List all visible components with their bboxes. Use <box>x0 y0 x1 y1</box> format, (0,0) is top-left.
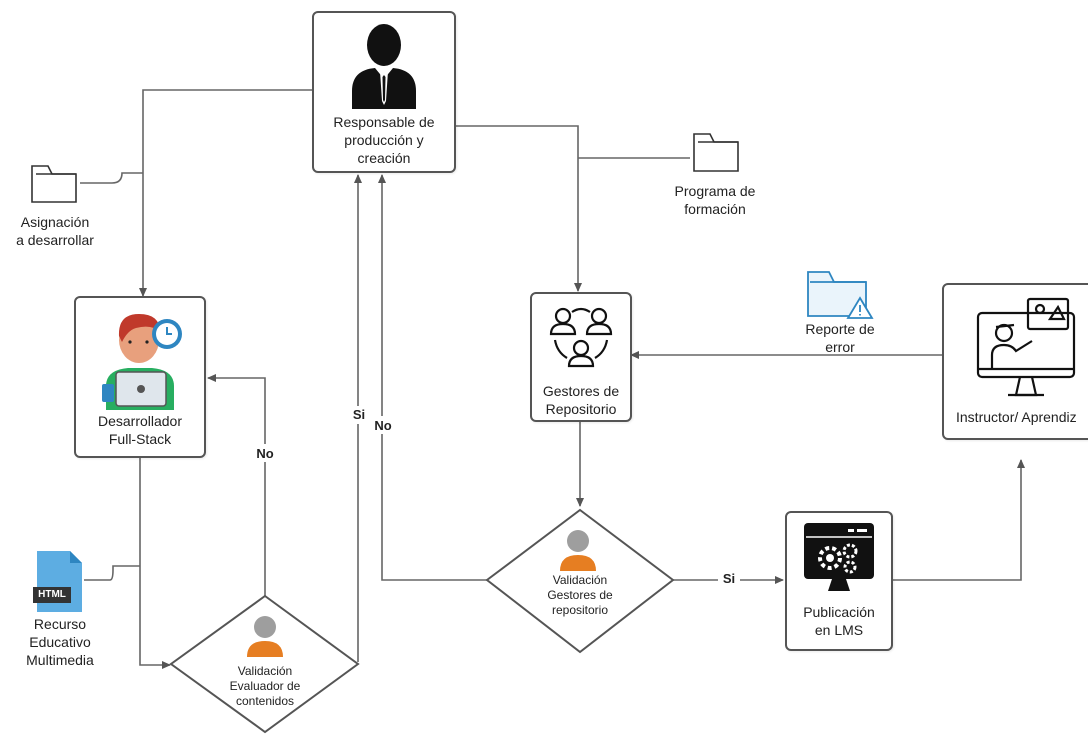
desarrollador-node[interactable]: Desarrollador Full-Stack <box>74 296 206 458</box>
publicacion-node[interactable]: Publicación en LMS <box>785 511 893 651</box>
desarrollador-label: Desarrollador Full-Stack <box>97 413 183 447</box>
reporte-label: Reporte de error <box>805 321 875 355</box>
users-group-icon <box>549 307 613 368</box>
validacion-evaluador-diamond[interactable] <box>169 594 360 734</box>
programa-folder-icon <box>693 133 739 172</box>
asignacion-label: Asignación a desarrollar <box>16 214 94 248</box>
publicacion-label: Publicación en LMS <box>803 604 875 638</box>
html-file-icon <box>33 551 82 612</box>
gestores-label: Gestores de Repositorio <box>542 383 620 417</box>
edge-publicacion-to-instructor <box>884 459 1025 584</box>
reporte-folder-warning-icon <box>807 271 874 319</box>
edge-responsable-to-gestores <box>454 125 582 292</box>
edge-label-no-1: No <box>374 418 392 433</box>
validacion-evaluador-label: Validación Evaluador de contenidos <box>229 664 301 708</box>
edge-responsable-to-desarrollador <box>139 89 312 297</box>
edge-validacion-no-to-desarrollador <box>207 374 266 598</box>
gestores-node[interactable]: Gestores de Repositorio <box>530 292 632 422</box>
edge-label-si-1: Si <box>352 407 366 422</box>
developer-icon <box>102 314 182 410</box>
gestor-person-icon <box>560 530 596 571</box>
edge-asignacion-folder <box>80 172 143 184</box>
instructor-node[interactable]: Instructor/ Aprendiz <box>942 283 1088 440</box>
edge-recurso-folder <box>84 565 140 581</box>
responsable-node[interactable]: Responsable de producción y creación <box>312 11 456 173</box>
instructor-label: Instructor/ Aprendiz <box>956 409 1077 425</box>
edge-label-si-2: Si <box>722 571 736 586</box>
lms-monitor-icon <box>804 523 874 591</box>
manager-person-icon <box>352 24 416 109</box>
responsable-label: Responsable de producción y creación <box>333 114 435 166</box>
recurso-label: Recurso Educativo Multimedia <box>26 616 94 668</box>
validacion-gestores-diamond[interactable] <box>485 508 675 654</box>
programa-label: Programa de formación <box>674 183 756 217</box>
html-badge: HTML <box>38 589 66 600</box>
edge-desarrollador-to-validacion <box>139 456 171 669</box>
edge-label-no-2: No <box>256 446 274 461</box>
edge-gestores-no-to-responsable <box>378 174 487 581</box>
asignacion-folder-icon <box>31 165 77 203</box>
instructor-screen-icon <box>976 297 1076 397</box>
evaluador-person-icon <box>247 616 283 657</box>
validacion-gestores-label: Validación Gestores de repositorio <box>547 573 613 617</box>
